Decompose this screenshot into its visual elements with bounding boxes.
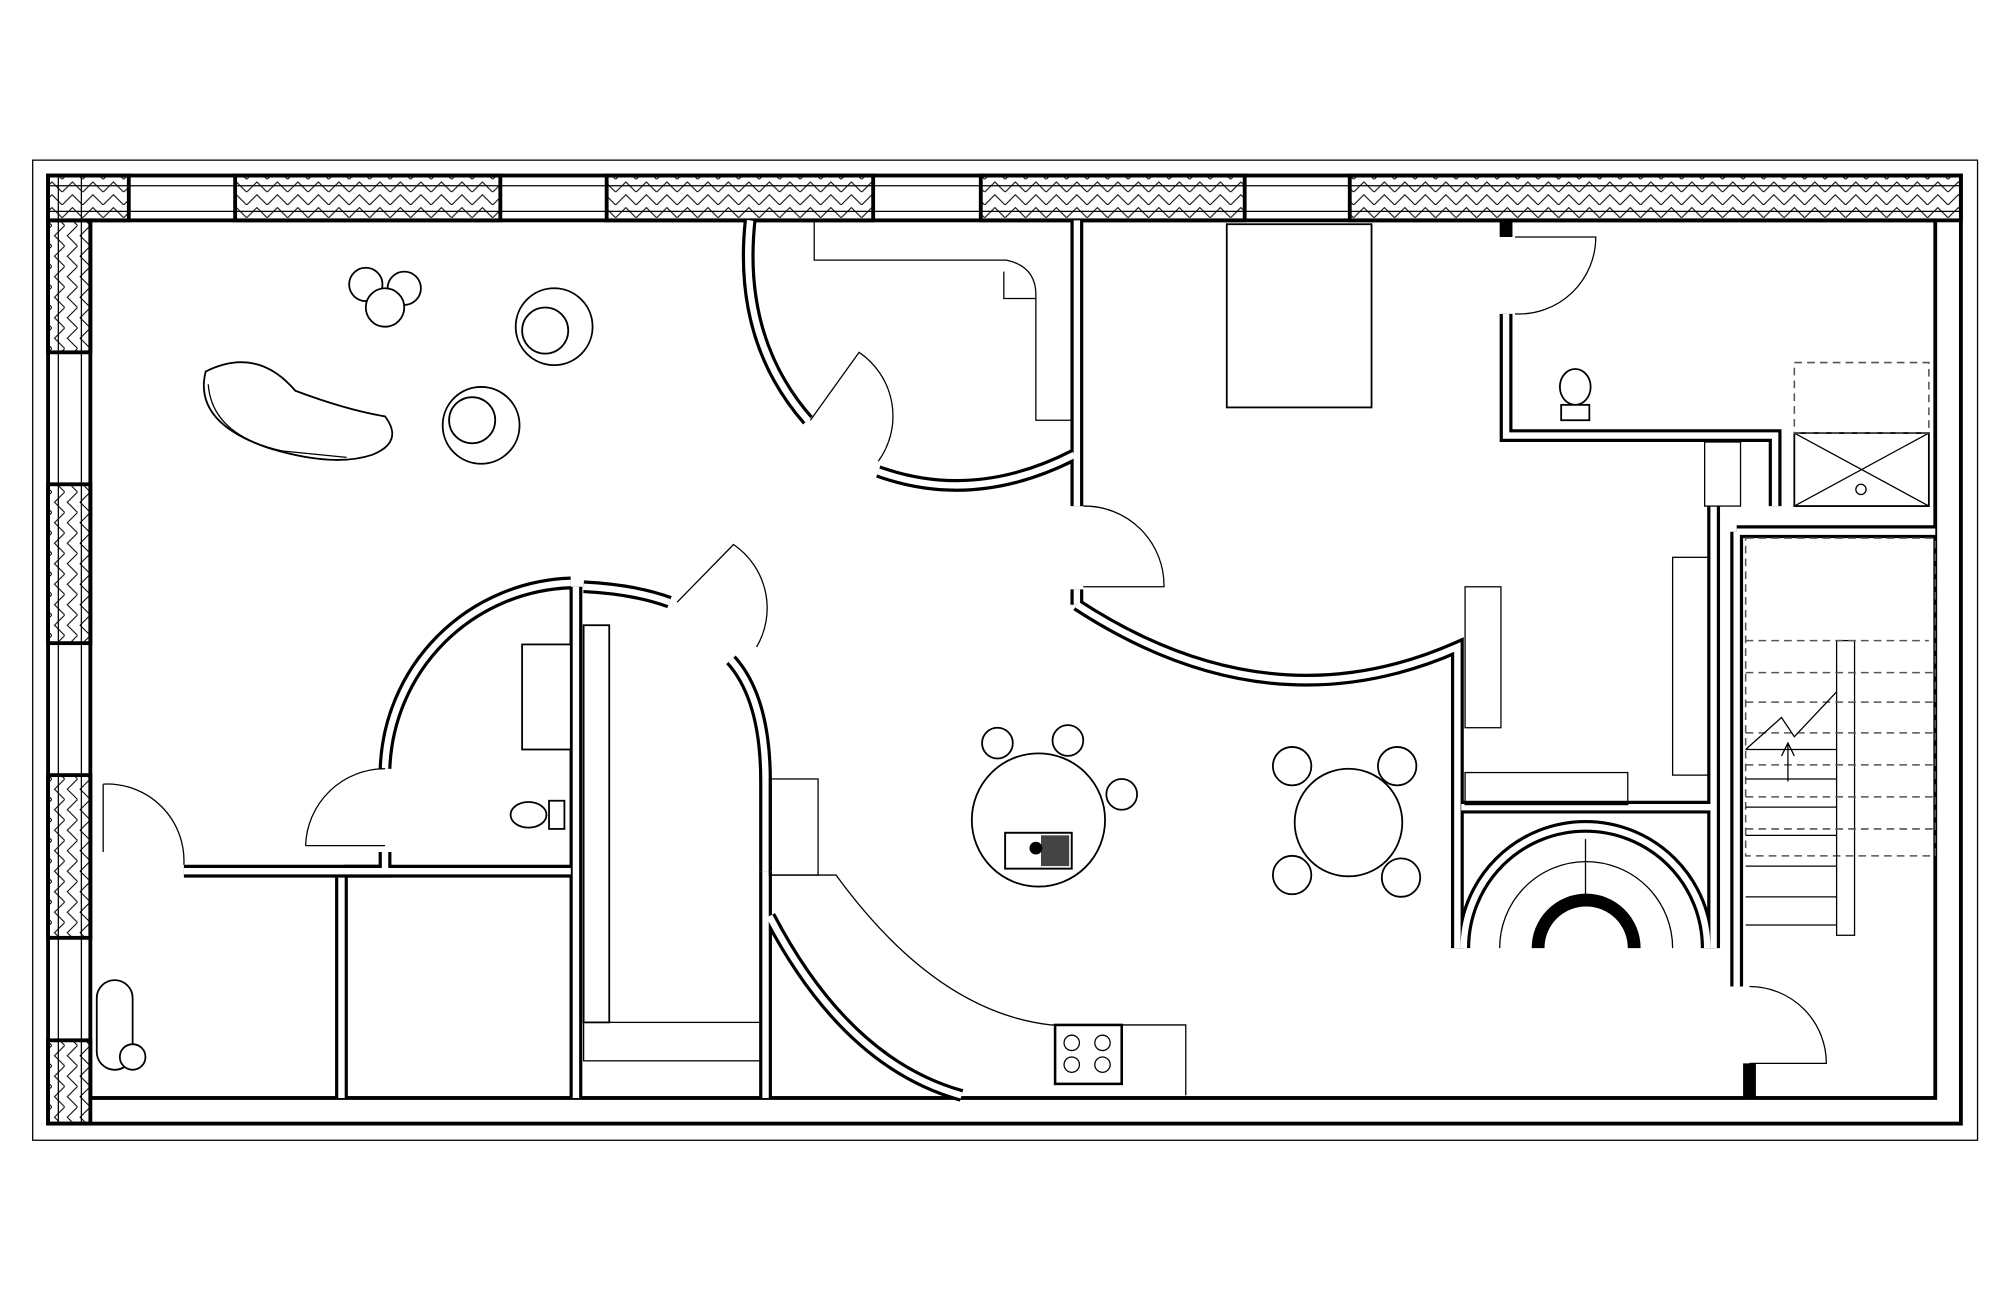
staircase[interactable] (1744, 537, 1937, 936)
dining-table (1271, 746, 1422, 898)
wall-insulation-segments (46, 173, 1963, 1126)
armchair (441, 386, 521, 465)
curved-bench (1499, 839, 1674, 949)
exterior-wall (46, 173, 1963, 1126)
closet-shelf (582, 624, 611, 1024)
stove (1053, 1023, 1123, 1086)
cabinet (1671, 556, 1710, 776)
cabinet (1464, 771, 1629, 806)
shower (1793, 361, 1930, 507)
side-tables (348, 266, 422, 328)
cabinet (1464, 586, 1502, 729)
counter (521, 643, 572, 751)
sheet-border (32, 159, 1979, 1141)
bathtub (95, 979, 147, 1071)
kitchen-counter (768, 778, 819, 876)
toilet (1558, 368, 1592, 422)
counter (813, 220, 1071, 421)
chairs (981, 724, 1138, 811)
interior-walls (183, 219, 1936, 1102)
armchair (514, 287, 594, 367)
kitchen-island (970, 752, 1106, 888)
closet-line (1003, 271, 1036, 300)
vanity (1704, 441, 1742, 507)
bed (1225, 223, 1373, 409)
closet-floor (582, 1021, 762, 1062)
kitchen-counter-curved (769, 874, 1187, 1096)
door-swings (102, 236, 1828, 1065)
sofa (202, 361, 394, 461)
toilet (509, 799, 566, 830)
